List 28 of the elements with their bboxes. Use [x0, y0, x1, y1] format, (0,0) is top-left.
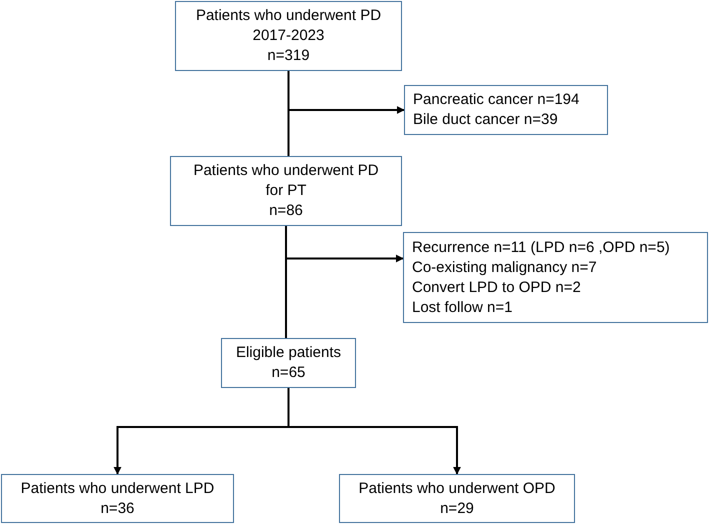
process-box	[403, 232, 708, 323]
box-text: n=86	[269, 201, 303, 221]
process-box	[221, 338, 356, 388]
box-text: for PT	[266, 181, 306, 201]
box-text: Eligible patients	[236, 343, 342, 363]
arrow	[288, 71, 405, 114]
box-text: Lost follow n=1	[412, 298, 512, 318]
box-text: Convert LPD to OPD n=2	[412, 278, 581, 298]
box-text: n=319	[267, 46, 310, 66]
box-text: Bile duct cancer n=39	[413, 110, 558, 130]
box-text: n=36	[100, 498, 134, 518]
arrow	[288, 388, 461, 475]
box-text: Pancreatic cancer n=194	[413, 90, 580, 110]
process-box	[1, 474, 234, 523]
process-box	[175, 1, 402, 71]
process-box	[170, 156, 402, 226]
process-box	[339, 474, 575, 523]
box-text: Recurrence n=11 (LPD n=6 ,OPD n=5)	[412, 238, 670, 258]
arrow	[285, 226, 404, 262]
box-text: Patients who underwent PD	[196, 6, 382, 26]
box-text: Patients who underwent OPD	[358, 478, 556, 498]
box-text: Co-existing malignancy n=7	[412, 258, 597, 278]
box-text: n=29	[440, 498, 474, 518]
process-box	[404, 85, 608, 135]
box-text: Patients who underwent PD	[193, 161, 379, 181]
box-text: n=65	[272, 363, 306, 383]
box-text: 2017-2023	[252, 26, 324, 46]
box-text: Patients who underwent LPD	[20, 478, 214, 498]
